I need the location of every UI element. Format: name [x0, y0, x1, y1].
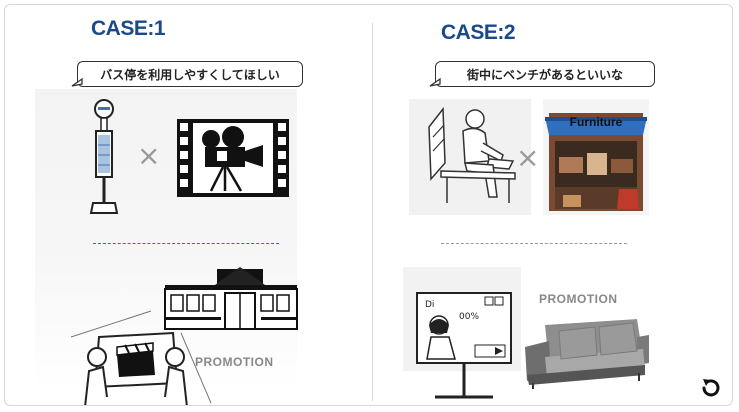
case2-speech-bubble: 街中にベンチがあるといいな — [429, 61, 655, 87]
case1-dashed-divider — [93, 243, 279, 244]
billboard-icon: Di 00% — [403, 267, 521, 399]
hands-clapperboard-icon — [84, 331, 188, 405]
case2-promotion-label: PROMOTION — [539, 292, 618, 306]
case-divider — [372, 23, 373, 401]
reload-icon[interactable] — [700, 377, 722, 399]
case1-title: CASE:1 — [91, 17, 166, 40]
case2-title: CASE:2 — [441, 21, 516, 44]
case1-times-sign: × — [137, 139, 161, 172]
film-camera-icon — [177, 119, 289, 197]
case2-dashed-divider — [441, 243, 627, 244]
case1-speech-bubble: バス停を利用しやすくしてほしい — [71, 61, 303, 87]
case1-bubble-text: バス停を利用しやすくしてほしい — [100, 67, 280, 82]
furniture-store-icon — [543, 99, 649, 215]
person-on-bench-icon — [428, 106, 516, 203]
case2-bubble-text: 街中にベンチがあるといいな — [466, 67, 623, 82]
case1-promotion-label: PROMOTION — [195, 355, 274, 369]
slide-frame: CASE:1 バス停を利用しやすくしてほしい × — [4, 4, 733, 406]
case2-times-sign: × — [516, 141, 540, 174]
furniture-sign-text: Furniture — [569, 115, 623, 129]
bubble-tail-icon — [71, 77, 83, 87]
bubble-tail-icon — [429, 77, 441, 87]
svg-text:Di: Di — [425, 300, 434, 310]
bus-stop-icon — [89, 99, 119, 214]
sofa-icon — [525, 319, 649, 389]
perspective-lines — [70, 310, 212, 404]
station-building-icon — [164, 267, 298, 330]
svg-text:00%: 00% — [459, 312, 479, 322]
